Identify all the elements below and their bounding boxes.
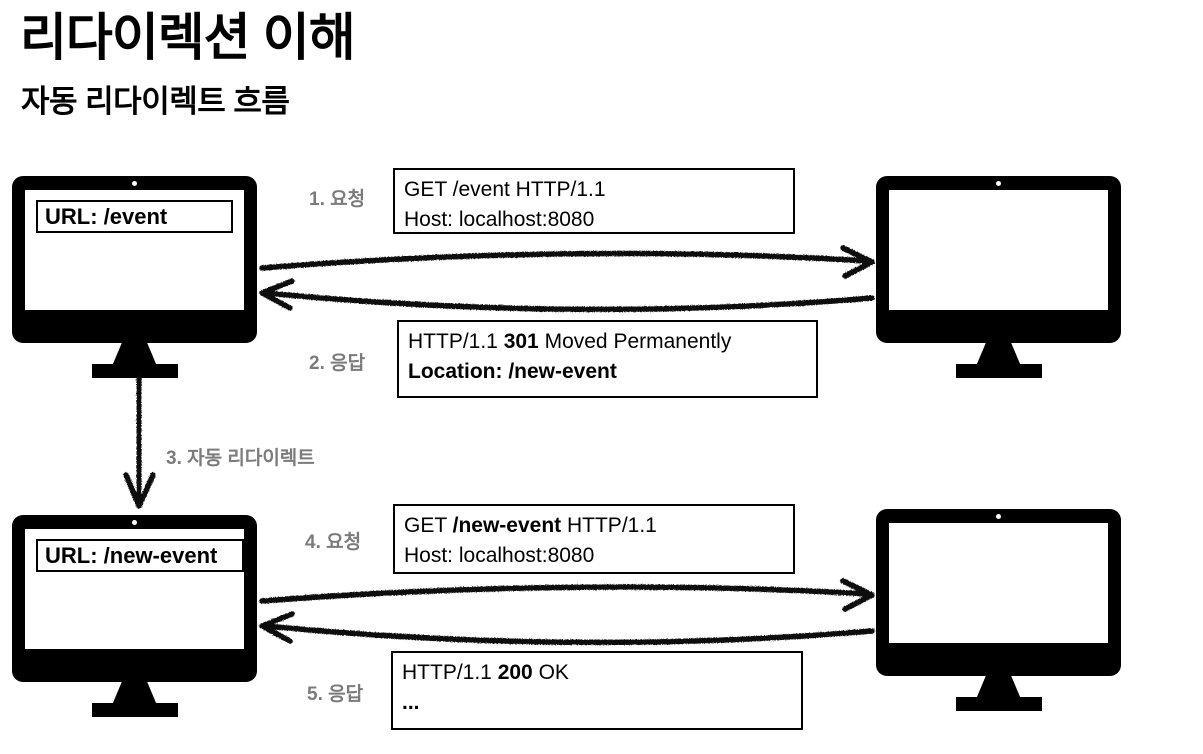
response-status-code: 301 — [503, 330, 539, 353]
client-monitor-top: URL: /event — [12, 176, 257, 378]
response-line-status: HTTP/1.1 301 Moved Permanently — [408, 327, 807, 357]
response-line-status: HTTP/1.1 200 OK — [402, 658, 792, 688]
request-path: /new-event — [452, 514, 562, 537]
request-line-host: Host: localhost:8080 — [404, 544, 595, 568]
monitor-screen — [889, 190, 1108, 310]
monitor-base — [91, 364, 178, 378]
arrow-bottom-request — [259, 578, 875, 612]
monitor-neck — [976, 342, 1021, 365]
webcam-icon — [996, 514, 1001, 519]
arrow-top-request — [259, 245, 875, 279]
response-status-prefix: HTTP/1.1 — [402, 661, 498, 684]
url-bar[interactable]: URL: /event — [36, 200, 233, 233]
message-box-request-4: GET /new-event HTTP/1.1 Host: localhost:… — [393, 504, 795, 574]
monitor-neck — [112, 342, 157, 365]
page-title: 리다이렉션 이해 — [20, 9, 356, 66]
message-box-request-1: GET /event HTTP/1.1 Host: localhost:8080 — [393, 168, 795, 234]
request-version: HTTP/1.1 — [561, 514, 657, 537]
arrow-auto-redirect — [123, 375, 156, 509]
step-label-2: 2. 응답 — [309, 353, 366, 374]
request-line-host: Host: localhost:8080 — [404, 208, 595, 232]
arrow-bottom-response — [259, 611, 875, 646]
request-method: GET — [404, 514, 453, 537]
monitor-base — [91, 703, 178, 717]
client-monitor-bottom: URL: /new-event — [12, 515, 257, 717]
arrow-top-response — [259, 278, 875, 313]
response-status-reason: OK — [532, 661, 569, 684]
url-bar-text: URL: /new-event — [45, 542, 218, 568]
request-line-method: GET /event HTTP/1.1 — [404, 178, 606, 201]
response-status-code: 200 — [497, 661, 533, 684]
response-status-prefix: HTTP/1.1 — [408, 330, 504, 353]
monitor-base — [955, 364, 1042, 378]
monitor-neck — [976, 675, 1021, 698]
step-label-4: 4. 요청 — [305, 532, 362, 553]
webcam-icon — [132, 520, 137, 525]
monitor-screen: URL: /event — [25, 190, 244, 310]
page-subtitle: 자동 리다이렉트 흐름 — [21, 84, 290, 119]
response-status-reason: Moved Permanently — [538, 330, 732, 353]
monitor-screen: URL: /new-event — [25, 529, 244, 649]
url-bar-text: URL: /event — [45, 203, 168, 229]
monitor-neck — [112, 681, 157, 704]
monitor-screen — [889, 523, 1108, 643]
response-line-location: Location: /new-event — [408, 360, 617, 384]
message-box-response-5: HTTP/1.1 200 OK ... — [391, 651, 803, 730]
monitor-base — [955, 697, 1042, 711]
server-monitor-bottom — [876, 509, 1121, 711]
url-bar[interactable]: URL: /new-event — [36, 539, 244, 572]
message-box-response-2: HTTP/1.1 301 Moved Permanently Location:… — [397, 320, 818, 398]
webcam-icon — [132, 181, 137, 186]
step-label-5: 5. 응답 — [307, 684, 364, 705]
webcam-icon — [996, 181, 1001, 186]
step-label-1: 1. 요청 — [309, 189, 366, 210]
response-line-body: ... — [402, 691, 420, 715]
request-line-method: GET /new-event HTTP/1.1 — [404, 511, 784, 541]
step-label-3: 3. 자동 리다이렉트 — [166, 448, 315, 469]
server-monitor-top — [876, 176, 1121, 378]
